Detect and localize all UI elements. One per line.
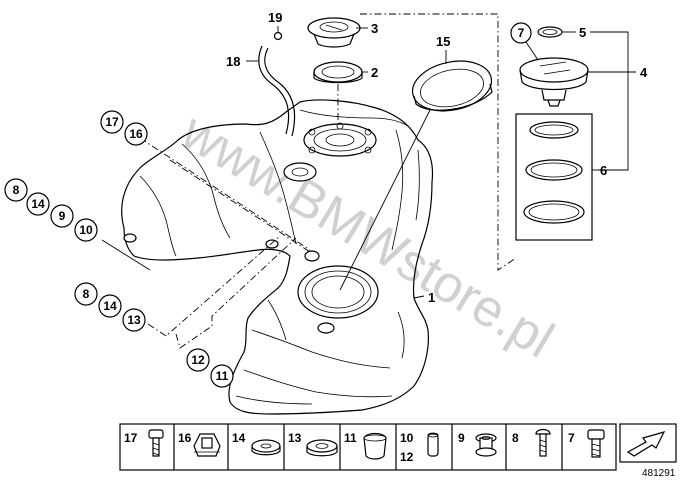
table-cell-8: 8 (512, 428, 551, 457)
table-cell-13: 13 (288, 431, 338, 457)
view-direction-box: 481291 (619, 423, 677, 479)
spacer-sleeve-icon (427, 432, 439, 457)
callout-1: 1 (428, 290, 435, 305)
table-cell-7: 7 (568, 429, 605, 458)
callout-2: 2 (371, 65, 378, 80)
circled-callouts: 7 17 16 8 14 9 10 8 14 13 12 11 (4, 22, 532, 388)
callout-7-top: 7 (518, 26, 525, 40)
callout-12-c: 12 (191, 353, 205, 367)
fuel-tank-body (121, 99, 434, 415)
part-19-hose-clip (273, 31, 283, 41)
table-number-16: 16 (178, 431, 192, 445)
callout-18: 18 (226, 54, 240, 69)
table-number-10: 10 (400, 431, 414, 445)
callout-6: 6 (600, 163, 607, 178)
table-cell-14: 14 (232, 431, 281, 456)
table-cell-16: 16 (178, 431, 221, 457)
part-5-small-ring (537, 26, 563, 38)
hex-bolt-icon (587, 429, 605, 458)
screw-icon (535, 428, 551, 457)
callout-5: 5 (579, 25, 586, 40)
washer-icon (251, 439, 281, 456)
table-cell-17: 17 (124, 429, 164, 457)
bolt-icon (148, 429, 164, 457)
rubber-washer-icon (306, 439, 338, 457)
part-4-pump-flange (519, 57, 589, 107)
table-number-11: 11 (344, 431, 357, 445)
table-cell-10-12: 10 12 (400, 431, 439, 464)
part-2-sealing-ring (313, 61, 363, 84)
part-6-o-ring-set (515, 113, 593, 241)
part-3-filler-cap-flange (307, 17, 361, 48)
part-15-large-ring (411, 60, 493, 112)
callout-9-a: 9 (59, 209, 66, 223)
parts-table: 17 16 14 13 (119, 423, 617, 471)
table-number-7: 7 (568, 431, 575, 445)
rubber-cap-icon (363, 432, 387, 460)
table-number-9: 9 (458, 431, 465, 445)
table-cell-11: 11 (344, 431, 387, 460)
callout-8-b: 8 (83, 287, 90, 301)
callout-19: 19 (268, 10, 282, 25)
callout-11-c: 11 (216, 369, 229, 383)
callout-14-a: 14 (31, 197, 45, 211)
callout-4: 4 (640, 65, 648, 80)
callout-17-top: 17 (105, 115, 119, 129)
table-number-12: 12 (400, 450, 414, 464)
cable-clip-icon (193, 433, 221, 457)
callout-14-b: 14 (103, 299, 117, 313)
callout-16-top: 16 (129, 127, 143, 141)
table-number-13: 13 (288, 431, 302, 445)
table-cell-9: 9 (458, 431, 497, 457)
leader-lines (101, 13, 636, 349)
callout-10-a: 10 (79, 223, 93, 237)
callout-3: 3 (371, 21, 378, 36)
grommet-icon (475, 433, 497, 457)
callout-8-a: 8 (13, 183, 20, 197)
arrow-icon (626, 431, 666, 457)
callout-labels: 1 2 3 4 5 6 15 18 19 (226, 10, 648, 305)
reference-number: 481291 (642, 468, 676, 479)
callout-15: 15 (436, 34, 450, 49)
table-number-17: 17 (124, 431, 138, 445)
table-number-14: 14 (232, 431, 246, 445)
part-18-breather-hose (258, 45, 296, 137)
table-number-8: 8 (512, 431, 519, 445)
callout-13-b: 13 (127, 313, 141, 327)
